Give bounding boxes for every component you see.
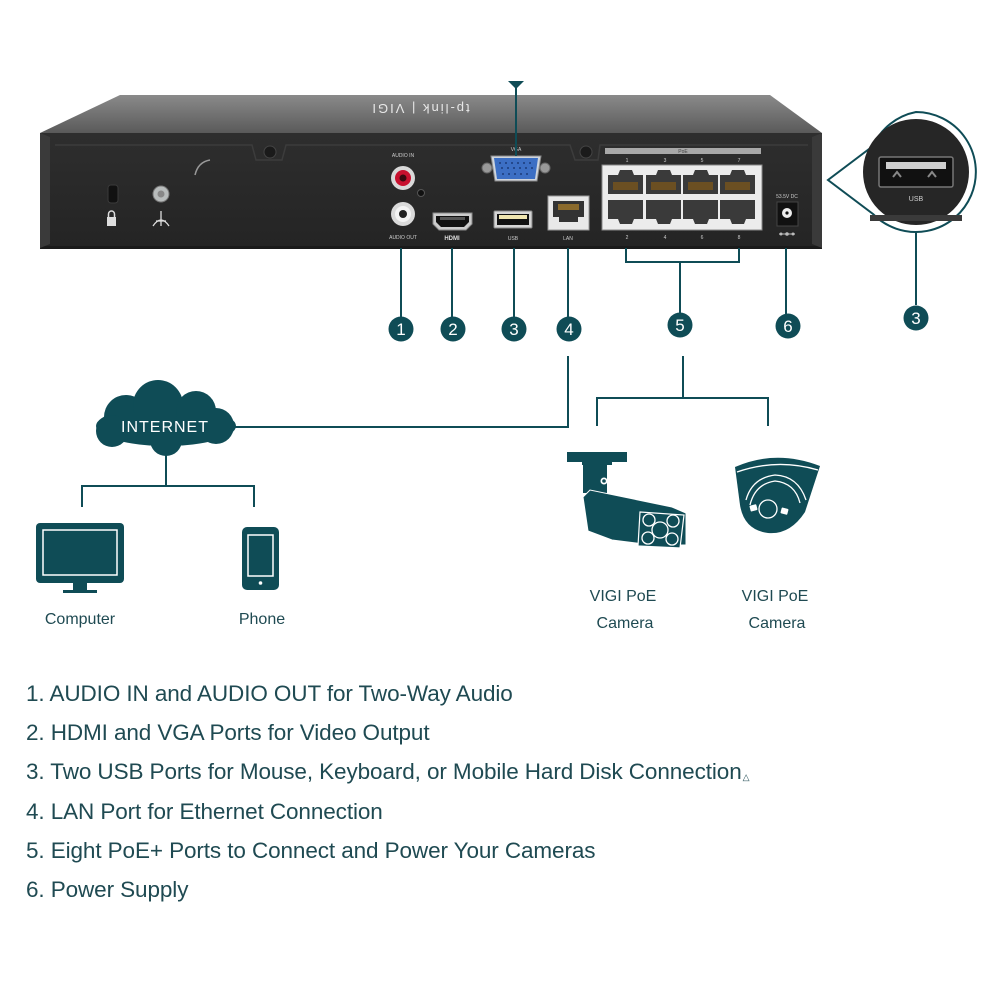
internet-label: INTERNET <box>121 419 209 436</box>
ground-icon <box>152 211 170 227</box>
poe-port-number: 2 <box>626 235 629 241</box>
feature-item: 5. Eight PoE+ Ports to Connect and Power… <box>26 831 749 870</box>
internet-cloud: INTERNET <box>96 380 236 456</box>
lan-label: LAN <box>563 236 573 242</box>
poe-port[interactable] <box>720 170 755 194</box>
monitor-icon <box>36 523 124 593</box>
poe-port-number: 7 <box>738 158 741 164</box>
feature-item: 3. Two USB Ports for Mouse, Keyboard, or… <box>26 752 750 791</box>
usb-port[interactable] <box>493 210 533 229</box>
turret-camera-label-line1: VIGI PoE <box>742 588 809 605</box>
poe-port-number: 6 <box>701 235 704 241</box>
usb-label: USB <box>508 236 519 242</box>
callout-badge-3: 3 <box>501 316 527 342</box>
bullet-camera-label-line1: VIGI PoE <box>590 588 657 605</box>
kensington-lock-slot <box>107 184 119 204</box>
poe-port[interactable] <box>720 200 755 224</box>
kensington-lock-icon <box>107 210 116 226</box>
usb-zoom-callout: USB <box>826 110 977 233</box>
screw <box>263 145 277 159</box>
audio-in-port[interactable] <box>391 166 415 190</box>
usb-port-enlarged <box>878 156 954 188</box>
feature-item: 1. AUDIO IN and AUDIO OUT for Two-Way Au… <box>26 674 749 713</box>
phone-icon <box>242 527 279 590</box>
turret-camera-icon <box>735 457 820 534</box>
poe-port-number: 3 <box>664 158 667 164</box>
feature-item: 6. Power Supply <box>26 870 749 909</box>
poe-port[interactable] <box>683 170 718 194</box>
poe-port-number: 1 <box>626 158 629 164</box>
phone-label: Phone <box>239 611 285 628</box>
poe-port[interactable] <box>646 170 681 194</box>
callout-number: 3 <box>509 320 518 339</box>
poe-port[interactable] <box>608 170 643 194</box>
feature-item: 4. LAN Port for Ethernet Connection <box>26 792 749 831</box>
vga-port[interactable] <box>481 155 551 182</box>
poe-port-number: 4 <box>664 235 667 241</box>
power-dc-port[interactable] <box>776 201 799 227</box>
feature-text: 3. Two USB Ports for Mouse, Keyboard, or… <box>26 759 742 785</box>
callout-lines <box>81 84 917 507</box>
feature-list: 1. AUDIO IN and AUDIO OUT for Two-Way Au… <box>26 674 750 909</box>
audio-out-label: AUDIO OUT <box>389 235 417 241</box>
callout-badge-4: 4 <box>556 316 582 342</box>
computer-label: Computer <box>45 611 116 628</box>
callout-badge-1: 1 <box>388 316 414 342</box>
device-top-surface <box>40 95 822 133</box>
power-label: 53.5V DC <box>776 194 798 200</box>
hdmi-port[interactable] <box>432 212 473 231</box>
feature-text: 5. Eight PoE+ Ports to Connect and Power… <box>26 837 596 863</box>
lan-port[interactable] <box>547 195 590 231</box>
hdmi-label: HDMI <box>444 236 460 242</box>
footnote-triangle-icon: △ <box>742 772 750 783</box>
callout-number: 6 <box>783 317 792 336</box>
callout-number: 2 <box>448 320 457 339</box>
callout-number: 1 <box>396 320 405 339</box>
turret-camera: VIGI PoE Camera <box>735 457 820 632</box>
callout-badge-2: 2 <box>440 316 466 342</box>
bullet-camera: VIGI PoE Camera <box>567 452 687 632</box>
bullet-camera-icon <box>567 452 687 549</box>
callout-number: 4 <box>564 320 573 339</box>
poe-port[interactable] <box>683 200 718 224</box>
callout-badge-6: 6 <box>775 313 801 339</box>
poe-port-number: 8 <box>738 235 741 241</box>
phone-client: Phone <box>239 527 285 628</box>
feature-text: 4. LAN Port for Ethernet Connection <box>26 798 383 824</box>
callout-badge-3: 3 <box>903 305 929 331</box>
poe-port[interactable] <box>608 200 643 224</box>
bullet-camera-label-line2: Camera <box>597 615 654 632</box>
feature-text: 1. AUDIO IN and AUDIO OUT for Two-Way Au… <box>26 681 513 706</box>
turret-camera-label-line2: Camera <box>749 615 806 632</box>
callout-number: 5 <box>675 316 684 335</box>
feature-text: 6. Power Supply <box>26 876 189 902</box>
screw <box>579 145 593 159</box>
vga-callout-marker <box>508 81 524 89</box>
callout-number: 3 <box>911 309 920 328</box>
poe-port[interactable] <box>646 200 681 224</box>
callout-badge-5: 5 <box>667 312 693 338</box>
audio-in-label: AUDIO IN <box>392 153 415 159</box>
dc-polarity-icon <box>779 232 795 236</box>
usb-zoom-label: USB <box>909 196 924 203</box>
computer-client: Computer <box>36 523 124 628</box>
nvr-device: tp-link | VIGI AUDIO IN <box>40 95 822 249</box>
cloud-icon <box>96 380 236 456</box>
feature-text: 2. HDMI and VGA Ports for Video Output <box>26 720 430 746</box>
audio-out-port[interactable] <box>391 202 415 226</box>
brand-logo-text: tp-link | VIGI <box>370 101 469 116</box>
poe-label: PoE <box>678 149 688 155</box>
poe-port-number: 5 <box>701 158 704 164</box>
feature-item: 2. HDMI and VGA Ports for Video Output <box>26 713 749 752</box>
nvr-connection-diagram: tp-link | VIGI AUDIO IN <box>36 81 977 632</box>
